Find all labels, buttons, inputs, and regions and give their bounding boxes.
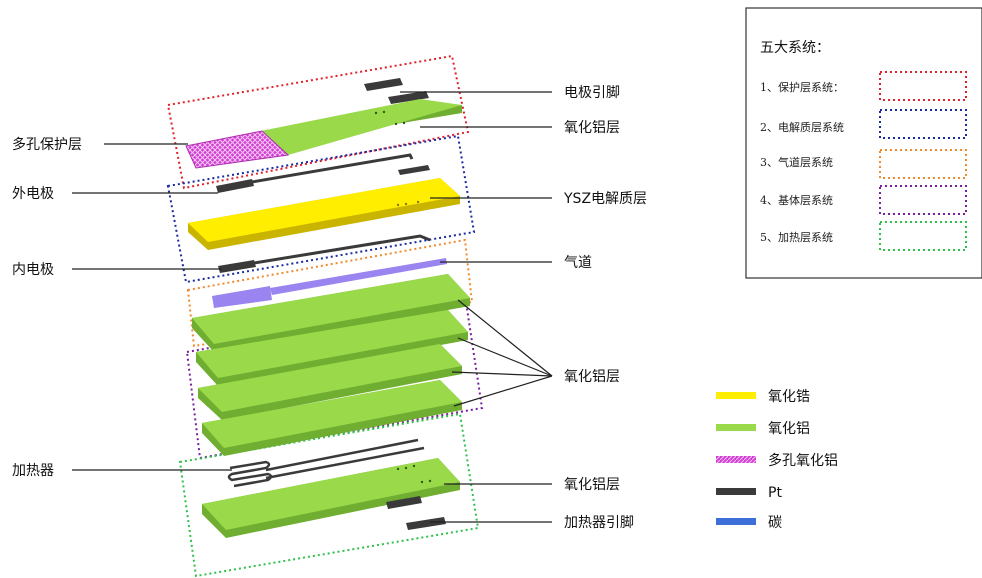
bottom-alumina-layer	[202, 458, 460, 530]
legend-label-alumina: 氧化铝	[768, 421, 810, 437]
system-item-heater: 5、加热层系统	[760, 231, 833, 244]
label-inner-electrode: 内电极	[12, 262, 54, 278]
legend-swatch-pt	[716, 488, 756, 495]
system-item-substrate: 4、基体层系统	[760, 193, 833, 207]
legend-label-porous-alumina: 多孔氧化铝	[768, 452, 838, 469]
label-heater-lead: 加热器引脚	[564, 515, 634, 531]
systems-legend-box: 五大系统： 1、保护层系统： 2、电解质层系统 3、气道层系统 4、基体层系统 …	[745, 7, 982, 279]
label-ysz-electrolyte: YSZ电解质层	[563, 191, 647, 207]
outer-electrode-lead	[398, 165, 430, 175]
inner-electrode-pad	[218, 260, 256, 273]
material-legend: 氧化锆 氧化铝 多孔氧化铝 Pt 碳	[716, 389, 838, 531]
ysz-vias	[396, 200, 420, 207]
protection-system-boundary	[166, 54, 470, 190]
label-alumina-bottom: 氧化铝层	[564, 477, 620, 493]
outer-electrode-trace	[251, 153, 414, 184]
system-swatch-heater	[879, 221, 967, 251]
ysz-electrolyte-layer	[188, 178, 460, 242]
electrode-lead-pad-1	[364, 78, 403, 91]
air-channel-strip	[270, 258, 447, 295]
heater-element	[227, 438, 425, 488]
system-swatch-substrate	[879, 185, 967, 215]
alumina-layer-4	[202, 380, 462, 456]
bottom-alumina-vias	[396, 464, 432, 484]
air-channel-pad	[212, 286, 272, 308]
system-swatch-electrolyte	[879, 109, 967, 139]
porous-protection-region	[185, 130, 290, 169]
system-item-protection: 1、保护层系统：	[760, 80, 844, 94]
alumina-layer-3	[198, 344, 462, 420]
inner-electrode-trace	[253, 234, 431, 265]
system-item-air-channel: 3、气道层系统	[760, 155, 833, 169]
legend-swatch-alumina	[716, 424, 756, 431]
leader-alumina-mid-1	[457, 299, 553, 377]
system-item-electrolyte: 2、电解质层系统	[760, 120, 844, 134]
electrolyte-system-boundary	[166, 134, 476, 284]
label-heater: 加热器	[12, 463, 54, 479]
leader-alumina-mid-2	[457, 337, 553, 377]
legend-swatch-porous-alumina	[716, 456, 756, 463]
substrate-system-boundary	[185, 300, 484, 460]
label-outer-electrode: 外电极	[12, 186, 54, 202]
systems-title: 五大系统：	[760, 40, 830, 56]
legend-swatch-zirconia	[716, 392, 756, 399]
label-porous-layer: 多孔保护层	[12, 136, 82, 153]
legend-swatch-carbon	[716, 518, 756, 525]
label-air-channel: 气道	[564, 255, 592, 271]
heater-lead-pad-2	[406, 517, 446, 530]
legend-label-pt: Pt	[768, 485, 782, 501]
label-alumina-mid: 氧化铝层	[564, 369, 620, 385]
heater-lead-pad-1	[386, 496, 422, 509]
legend-label-carbon: 碳	[768, 515, 782, 531]
alumina-layer-2	[196, 310, 468, 386]
system-swatch-air-channel	[879, 149, 967, 179]
leader-alumina-mid-3	[451, 371, 553, 377]
system-swatch-protection	[879, 71, 967, 101]
electrode-lead-pad-2	[388, 91, 429, 104]
label-alumina-top: 氧化铝层	[564, 120, 620, 136]
label-electrode-lead: 电极引脚	[564, 85, 620, 101]
outer-electrode-pad	[216, 179, 254, 193]
top-alumina-vias	[374, 110, 406, 126]
legend-label-zirconia: 氧化锆	[768, 389, 810, 405]
leader-alumina-mid-4	[453, 375, 553, 407]
alumina-layer-1	[192, 274, 470, 352]
